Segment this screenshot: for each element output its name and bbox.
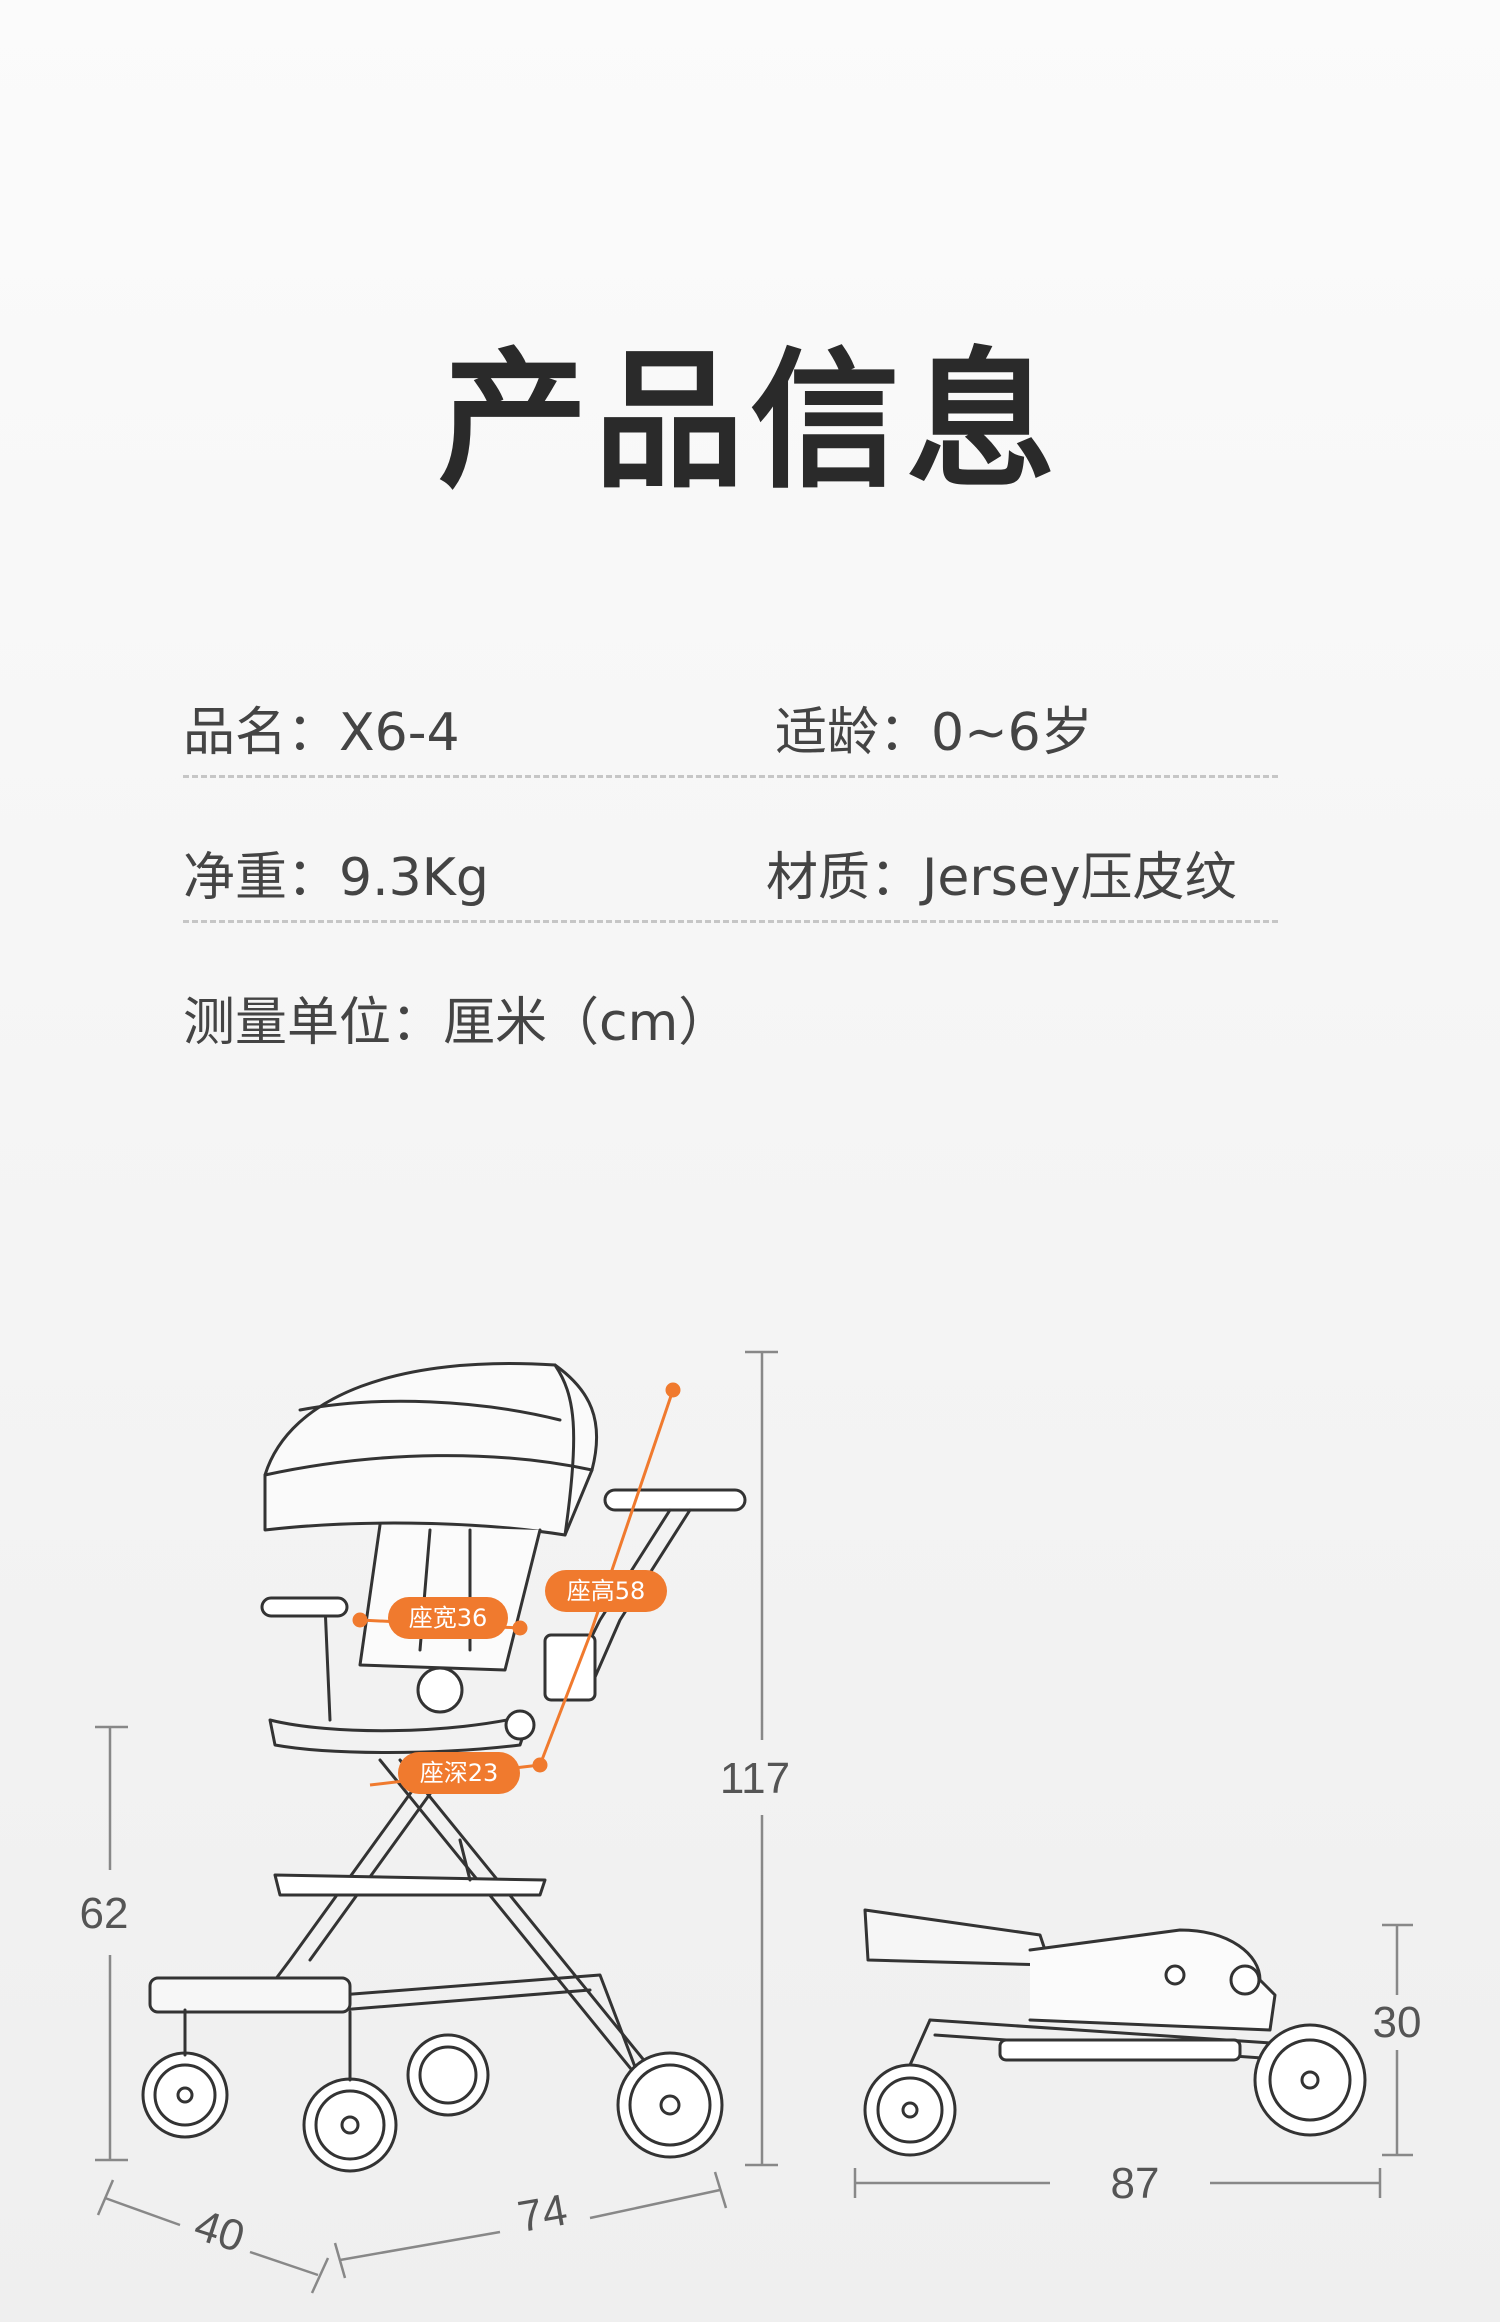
spec-age: 适龄：0~6岁 xyxy=(775,690,1093,765)
seat-width-end-point xyxy=(512,1620,528,1636)
spec-name-label: 品名： xyxy=(183,703,340,763)
spec-name-value: X6-4 xyxy=(339,703,460,763)
spec-row-2: 净重：9.3Kg 材质：Jersey压皮纹 xyxy=(183,805,1278,923)
seat-width-tag: 座宽36 xyxy=(388,1597,508,1639)
stroller-open-illustration xyxy=(141,1361,747,2173)
spec-weight-value: 9.3Kg xyxy=(339,848,489,908)
spec-name: 品名：X6-4 xyxy=(183,690,460,765)
seat-height-tag-label: 座高58 xyxy=(567,1577,646,1605)
handle-height-label: 62 xyxy=(80,1889,129,1938)
total-height-label: 117 xyxy=(720,1754,790,1803)
spec-material-value: Jersey压皮纹 xyxy=(922,848,1237,908)
divider xyxy=(183,775,1278,778)
width-label: 40 xyxy=(189,2200,251,2262)
folded-length-label: 87 xyxy=(1111,2159,1160,2208)
seat-height-tag: 座高58 xyxy=(545,1570,667,1612)
seat-depth-tag-label: 座深23 xyxy=(420,1759,499,1787)
divider xyxy=(183,920,1278,923)
spec-age-label: 适龄： xyxy=(775,703,932,763)
spec-weight-label: 净重： xyxy=(183,848,340,908)
spec-unit-label: 测量单位： xyxy=(183,993,444,1053)
page-title: 产品信息 xyxy=(437,335,1062,509)
spec-material: 材质：Jersey压皮纹 xyxy=(766,835,1237,910)
spec-age-value: 0~6岁 xyxy=(931,703,1093,763)
stroller-folded-illustration xyxy=(863,1908,1367,2157)
seat-depth-tag: 座深23 xyxy=(398,1752,520,1794)
spec-material-label: 材质： xyxy=(766,848,923,908)
seat-width-point xyxy=(352,1612,368,1628)
seat-height-top-point xyxy=(665,1382,681,1398)
spec-row-3: 测量单位：厘米（cm） xyxy=(183,950,1278,1068)
stroller-dimension-diagram: 座宽36 座高58 座深23 xyxy=(80,1350,1422,2294)
spec-unit-value: 厘米（cm） xyxy=(443,993,731,1053)
dimension-lines xyxy=(95,1350,1413,2294)
spec-row-1: 品名：X6-4 适龄：0~6岁 xyxy=(183,660,1278,778)
folded-height-label: 30 xyxy=(1373,1998,1422,2047)
spec-unit: 测量单位：厘米（cm） xyxy=(183,980,730,1055)
spec-weight: 净重：9.3Kg xyxy=(183,835,489,910)
seat-depth-point xyxy=(532,1757,548,1773)
seat-width-tag-label: 座宽36 xyxy=(409,1604,488,1632)
length-label: 74 xyxy=(514,2185,571,2242)
